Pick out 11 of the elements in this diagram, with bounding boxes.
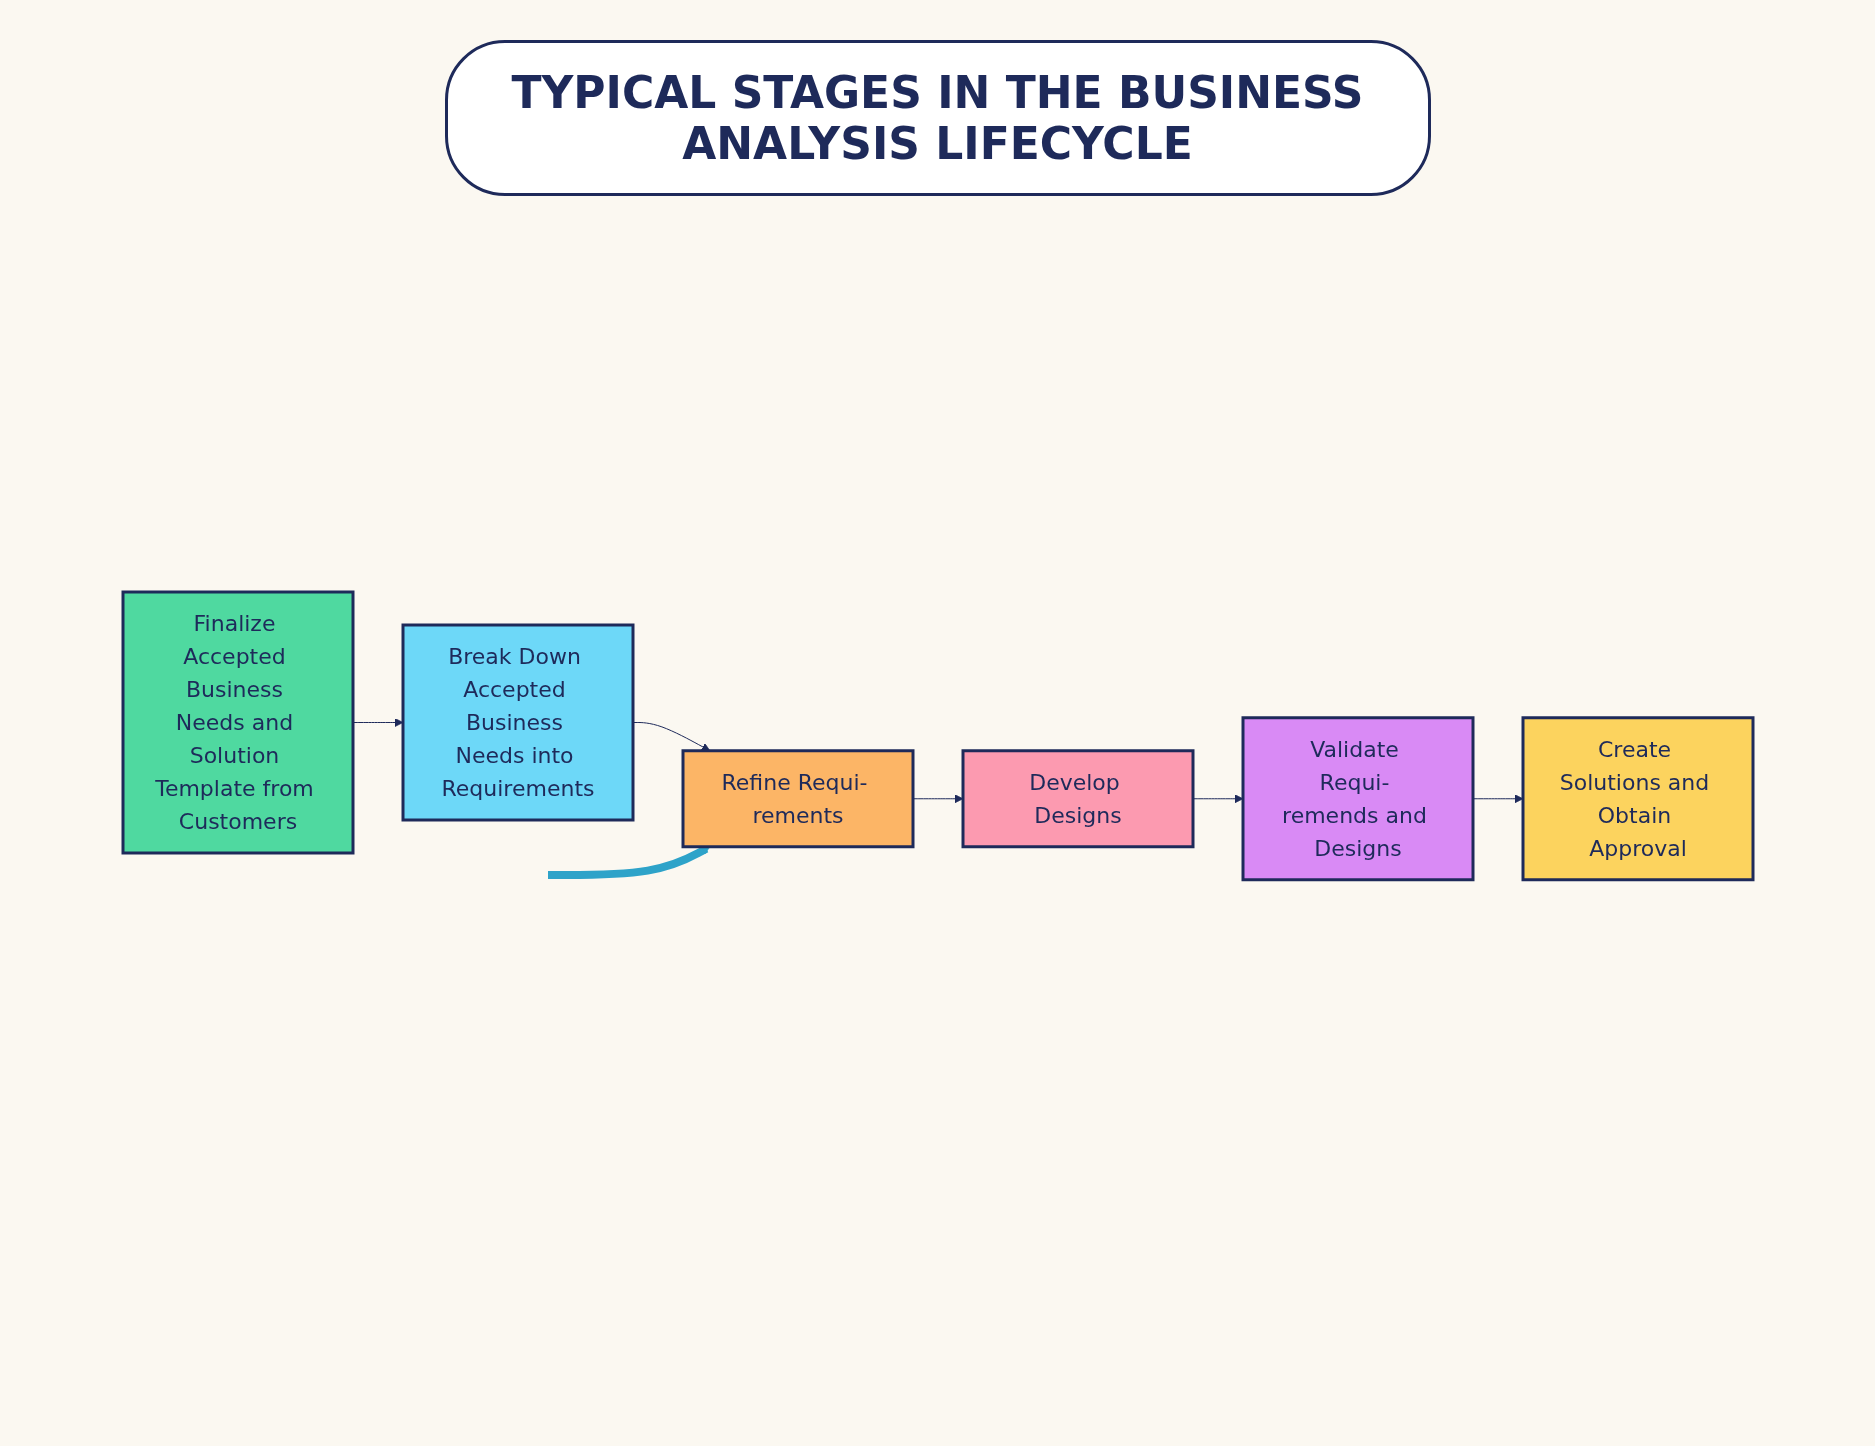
arrow [912, 794, 963, 804]
node-box: Develop Designs [961, 749, 1194, 849]
node-box: Refine Requi- rements [681, 749, 914, 849]
node-box: Break Down Accepted Business Needs into Requirements [401, 623, 634, 822]
arrow [1192, 794, 1243, 804]
diagram-title: TYPICAL STAGES IN THE BUSINESS ANALYSIS LIFECYCLE [444, 40, 1431, 196]
node-box: Validate Requi- remends and Designs [1241, 716, 1474, 882]
node-box: Create Solutions and Obtain Approval [1521, 716, 1754, 882]
arrow [1472, 794, 1523, 804]
node-box: Finalize Accepted Business Needs and Solution Template from Customers [121, 590, 354, 855]
arrow [352, 718, 403, 727]
